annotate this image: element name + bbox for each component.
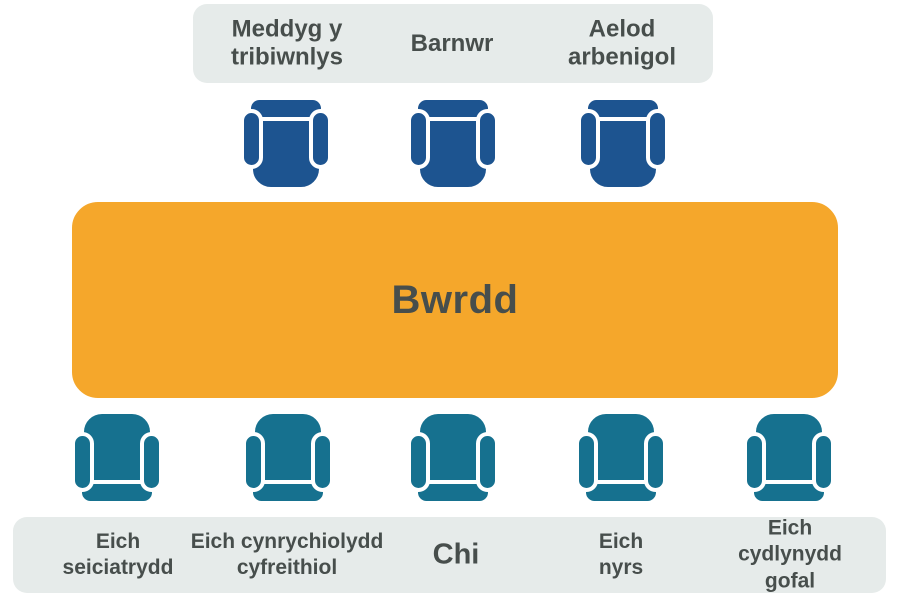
- chair-icon-legal-representative: [242, 410, 334, 505]
- role-label-aelod-arbenigol: Aelod arbenigol: [567, 15, 677, 71]
- chair-icon-nurse: [575, 410, 667, 505]
- chair-armrest-right: [140, 432, 163, 492]
- board-table-label: Bwrdd: [391, 277, 519, 322]
- chair-icon-care-coordinator: [743, 410, 835, 505]
- role-label-eich-nyrs: Eich nyrs: [598, 529, 644, 579]
- chair-armrest-left: [743, 432, 766, 492]
- chair-armrest-right: [476, 109, 499, 169]
- chair-armrest-right: [309, 109, 332, 169]
- role-label-chi: Chi: [432, 538, 480, 571]
- chair-icon-you: [407, 410, 499, 505]
- chair-armrest-right: [812, 432, 835, 492]
- role-label-eich-cydlynydd-gofal: Eich cydlynydd gofal: [738, 516, 842, 593]
- chair-armrest-right: [646, 109, 669, 169]
- chair-icon-psychiatrist: [71, 410, 163, 505]
- chair-icon-tribunal-doctor: [240, 96, 332, 191]
- chair-icon-specialist-member: [577, 96, 669, 191]
- chair-armrest-left: [71, 432, 94, 492]
- chair-armrest-left: [575, 432, 598, 492]
- chair-armrest-left: [577, 109, 600, 169]
- role-label-barnwr: Barnwr: [410, 29, 494, 57]
- chair-armrest-left: [240, 109, 263, 169]
- role-label-eich-cynrychiolydd-cyfreithiol: Eich cynrychiolydd cyfreithiol: [190, 529, 384, 579]
- chair-armrest-right: [476, 432, 499, 492]
- top-roles-panel: Meddyg y tribiwnlys Barnwr Aelod arbenig…: [193, 4, 713, 83]
- chair-armrest-left: [407, 432, 430, 492]
- board-table: Bwrdd: [66, 196, 844, 404]
- chair-armrest-left: [407, 109, 430, 169]
- chair-icon-judge: [407, 96, 499, 191]
- role-label-eich-seiciatrydd: Eich seiciatrydd: [62, 529, 174, 579]
- chair-armrest-left: [242, 432, 265, 492]
- role-label-meddyg-y-tribiwnlys: Meddyg y tribiwnlys: [230, 15, 344, 71]
- bottom-roles-panel: Eich seiciatrydd Eich cynrychiolydd cyfr…: [13, 517, 886, 593]
- chair-armrest-right: [644, 432, 667, 492]
- chair-armrest-right: [311, 432, 334, 492]
